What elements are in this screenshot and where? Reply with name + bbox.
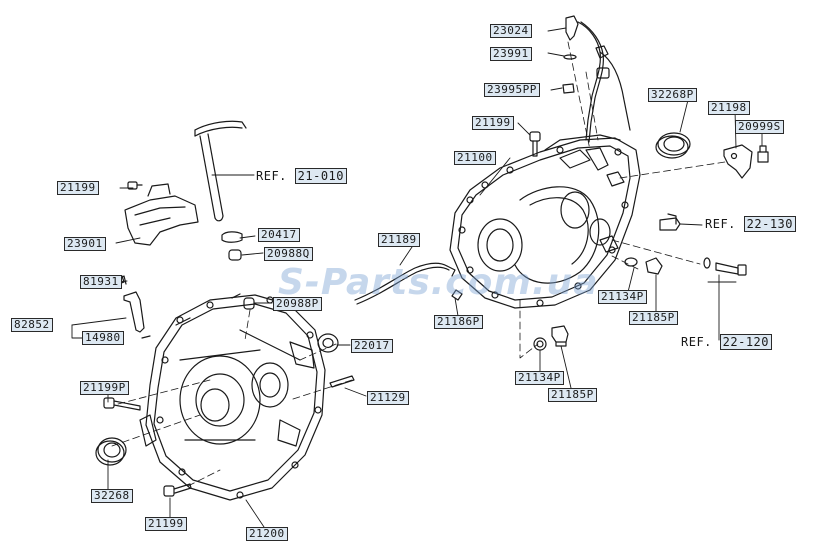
clip-21186: [451, 289, 463, 301]
label-21100[interactable]: 21100: [454, 151, 496, 165]
sensor-23024: [565, 15, 631, 143]
label-14980[interactable]: 14980: [82, 331, 124, 345]
ref-prefix: REF.: [705, 217, 736, 231]
pin-21129: [329, 375, 355, 388]
bracket-23901: [124, 183, 199, 246]
bushing-20988-a: [228, 249, 242, 261]
bracket-21198: [723, 144, 753, 179]
label-23995pp[interactable]: 23995PP: [484, 83, 540, 97]
label-21134p-right[interactable]: 21134P: [598, 290, 647, 304]
watermark: S-Parts.com.ua: [278, 262, 599, 303]
shift-rod: [194, 120, 247, 222]
label-20999s[interactable]: 20999S: [735, 120, 784, 134]
label-21186p[interactable]: 21186P: [434, 315, 483, 329]
label-20988p[interactable]: 20988P: [273, 297, 322, 311]
bolt-21199-bottom: [163, 483, 192, 497]
label-23024[interactable]: 23024: [490, 24, 532, 38]
label-21185p-lower[interactable]: 21185P: [548, 388, 597, 402]
ref-22-120[interactable]: REF. 22-120: [681, 334, 772, 350]
ring-14980: [141, 335, 151, 339]
label-21199-top[interactable]: 21199: [472, 116, 514, 130]
plug-21185-right: [645, 257, 663, 275]
label-21200[interactable]: 21200: [246, 527, 288, 541]
label-21185p-right[interactable]: 21185P: [629, 311, 678, 325]
alignment-lines: [111, 41, 726, 487]
breather-pipe-21189: [354, 262, 456, 305]
label-20988q[interactable]: 20988Q: [264, 247, 313, 261]
label-21199-left[interactable]: 21199: [57, 181, 99, 195]
label-81931[interactable]: 81931: [80, 275, 122, 289]
plug-22-130: [659, 213, 681, 231]
clutch-housing-left: [139, 293, 326, 501]
leader-lines: [71, 27, 763, 528]
label-21129[interactable]: 21129: [367, 391, 409, 405]
label-82852[interactable]: 82852: [11, 318, 53, 332]
gasket-21134-right: [624, 257, 638, 267]
label-32268-bottom[interactable]: 32268: [91, 489, 133, 503]
ref-prefix: REF.: [681, 335, 712, 349]
bushing-20988-b: [243, 297, 255, 310]
ref-number-22-130: 22-130: [743, 216, 796, 232]
label-20417[interactable]: 20417: [258, 228, 300, 242]
bolt-22-120: [703, 257, 747, 276]
plug-23995: [562, 83, 575, 94]
ref-prefix: REF.: [256, 169, 287, 183]
sensor-82852: [117, 275, 145, 333]
o-ring-23991: [563, 54, 577, 60]
clip-20417: [221, 231, 243, 243]
label-32268p-top[interactable]: 32268P: [648, 88, 697, 102]
label-23991[interactable]: 23991: [490, 47, 532, 61]
ref-22-130[interactable]: REF. 22-130: [705, 216, 796, 232]
bolt-20999: [757, 145, 769, 163]
plug-21185-lower: [551, 325, 569, 347]
bolt-21199-left: [127, 181, 143, 190]
bolt-21199p: [103, 397, 141, 411]
ref-number-21-010: 21-010: [294, 168, 347, 184]
seal-22017: [317, 333, 339, 353]
label-23901[interactable]: 23901: [64, 237, 106, 251]
ref-21-010[interactable]: REF. 21-010: [256, 168, 347, 184]
label-21134p-lower[interactable]: 21134P: [515, 371, 564, 385]
oil-seal-32268-bottom: [95, 437, 127, 466]
label-21199-bottom[interactable]: 21199: [145, 517, 187, 531]
oil-seal-32268-top: [655, 132, 691, 159]
label-21199p[interactable]: 21199P: [80, 381, 129, 395]
label-22017[interactable]: 22017: [351, 339, 393, 353]
gasket-21134-lower: [533, 337, 547, 351]
label-21198[interactable]: 21198: [708, 101, 750, 115]
label-21189[interactable]: 21189: [378, 233, 420, 247]
ref-number-22-120: 22-120: [719, 334, 772, 350]
bolt-21199-top: [529, 131, 541, 157]
transmission-case-right: [449, 134, 641, 309]
